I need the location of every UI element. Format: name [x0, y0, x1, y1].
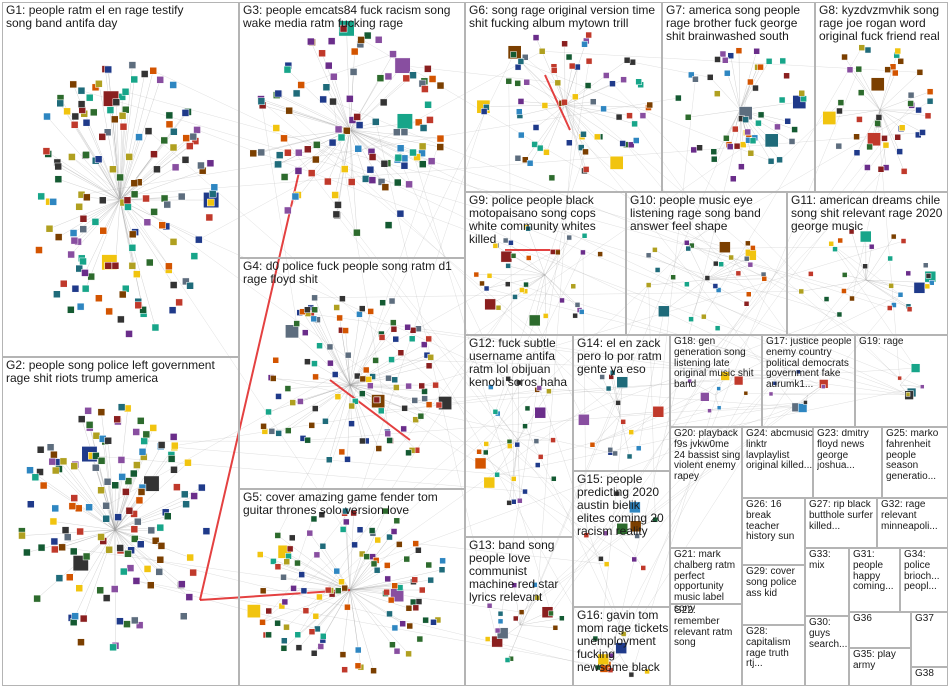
group-g36: G36 [849, 612, 911, 648]
group-label: G38 [915, 669, 934, 679]
group-g33: G33: mix [805, 548, 849, 616]
group-g13: G13: band song people love communist mac… [465, 537, 573, 686]
group-label: G7: america song people rage brother fuc… [666, 4, 800, 43]
group-label: G29: cover song police ass kid [746, 567, 797, 599]
group-label: G28: capitalism rage truth rtj... [746, 627, 790, 669]
group-g37: G37 [911, 612, 948, 667]
group-label: G9: police people black motopaisano song… [469, 194, 596, 246]
group-label: G20: playback f9s jvkw0me 24 bassist sin… [674, 429, 740, 482]
group-g6: G6: song rage original version time shit… [465, 2, 662, 192]
group-g24: G24: abcmusic linktr lavplaylist origina… [742, 427, 813, 498]
group-g31: G31: people happy coming... [849, 548, 900, 612]
group-g5: G5: cover amazing game fender tom guitar… [239, 489, 465, 686]
group-g25: G25: marko fahrenheit people season gene… [882, 427, 948, 498]
group-label: G10: people music eye listening rage son… [630, 194, 761, 233]
group-g9: G9: police people black motopaisano song… [465, 192, 626, 335]
group-g23: G23: dmitry floyd news george joshua... [813, 427, 882, 498]
group-label: G33: mix [809, 550, 831, 571]
group-g34: G34: police brioch... peopl... [900, 548, 948, 612]
group-label: G35: play army [853, 650, 896, 671]
group-label: G25: marko fahrenheit people season gene… [886, 429, 938, 482]
group-g32: G32: rage relevant minneapoli... [877, 498, 948, 548]
group-label: G23: dmitry floyd news george joshua... [817, 429, 869, 471]
group-g30: G30: guys search... [805, 616, 849, 686]
group-label: G13: band song people love communist mac… [469, 539, 558, 604]
group-label: G30: guys search... [809, 618, 847, 650]
group-label: G19: rage [859, 337, 903, 347]
group-label: G15: people predicting 2020 austin bieli… [577, 473, 664, 538]
group-label: G37 [915, 614, 934, 624]
group-g19: G19: rage [855, 335, 948, 427]
group-g1: G1: people ratm el en rage testify song … [2, 2, 239, 357]
group-label: G31: people happy coming... [853, 550, 894, 592]
group-label: G6: song rage original version time shit… [469, 4, 655, 30]
group-label: G1: people ratm el en rage testify song … [6, 4, 183, 30]
group-label: G11: american dreams chile song shit rel… [791, 194, 942, 233]
group-g8: G8: kyzdvzmvhik song rage joe rogan word… [815, 2, 948, 192]
group-g28: G28: capitalism rage truth rtj... [742, 625, 805, 686]
group-label: G17: justice people enemy country politi… [766, 337, 852, 390]
group-g35: G35: play army [849, 648, 911, 686]
group-g26: G26: 16 break teacher history sun [742, 498, 805, 565]
group-g10: G10: people music eye listening rage son… [626, 192, 787, 335]
group-g20: G20: playback f9s jvkw0me 24 bassist sin… [670, 427, 742, 548]
group-g11: G11: american dreams chile song shit rel… [787, 192, 948, 335]
group-g21: G21: mark chalberg ratm perfect opportun… [670, 548, 742, 604]
group-g18: G18: gen generation song listening late … [670, 335, 762, 427]
group-g12: G12: fuck subtle username antifa ratm lo… [465, 335, 573, 537]
group-g38: G38 [911, 667, 948, 686]
group-label: G26: 16 break teacher history sun [746, 500, 794, 542]
group-label: G24: abcmusic linktr lavplaylist origina… [746, 429, 813, 471]
group-label: G2: people song police left government r… [6, 359, 215, 385]
group-label: G16: gavin tom mom rage tickets unemploy… [577, 609, 668, 674]
group-g15: G15: people predicting 2020 austin bieli… [573, 471, 670, 607]
group-label: G32: rage relevant minneapoli... [881, 500, 938, 532]
group-label: G3: people emcats84 fuck racism song wak… [243, 4, 450, 30]
group-label: G12: fuck subtle username antifa ratm lo… [469, 337, 567, 389]
group-g27: G27: rip black butthole surfer killed... [805, 498, 877, 548]
group-label: G8: kyzdvzmvhik song rage joe rogan word… [819, 4, 940, 43]
group-g3: G3: people emcats84 fuck racism song wak… [239, 2, 465, 258]
group-label: G36 [853, 614, 872, 624]
group-label: G18: gen generation song listening late … [674, 337, 753, 390]
group-g22: G22: remember relevant ratm song [670, 604, 742, 686]
group-label: G5: cover amazing game fender tom guitar… [243, 491, 438, 517]
group-label: G4: d0 police fuck people song ratm d1 r… [243, 260, 452, 286]
group-g2: G2: people song police left government r… [2, 357, 239, 686]
group-g29: G29: cover song police ass kid [742, 565, 805, 625]
group-label: G27: rip black butthole surfer killed... [809, 500, 873, 532]
group-g14: G14: el en zack pero lo por ratm gente y… [573, 335, 670, 471]
group-g7: G7: america song people rage brother fuc… [662, 2, 815, 192]
group-label: G22: remember relevant ratm song [674, 606, 732, 648]
group-g16: G16: gavin tom mom rage tickets unemploy… [573, 607, 670, 686]
group-label: G14: el en zack pero lo por ratm gente y… [577, 337, 662, 376]
group-label: G34: police brioch... peopl... [904, 550, 940, 592]
group-g4: G4: d0 police fuck people song ratm d1 r… [239, 258, 465, 489]
group-g17: G17: justice people enemy country politi… [762, 335, 855, 427]
